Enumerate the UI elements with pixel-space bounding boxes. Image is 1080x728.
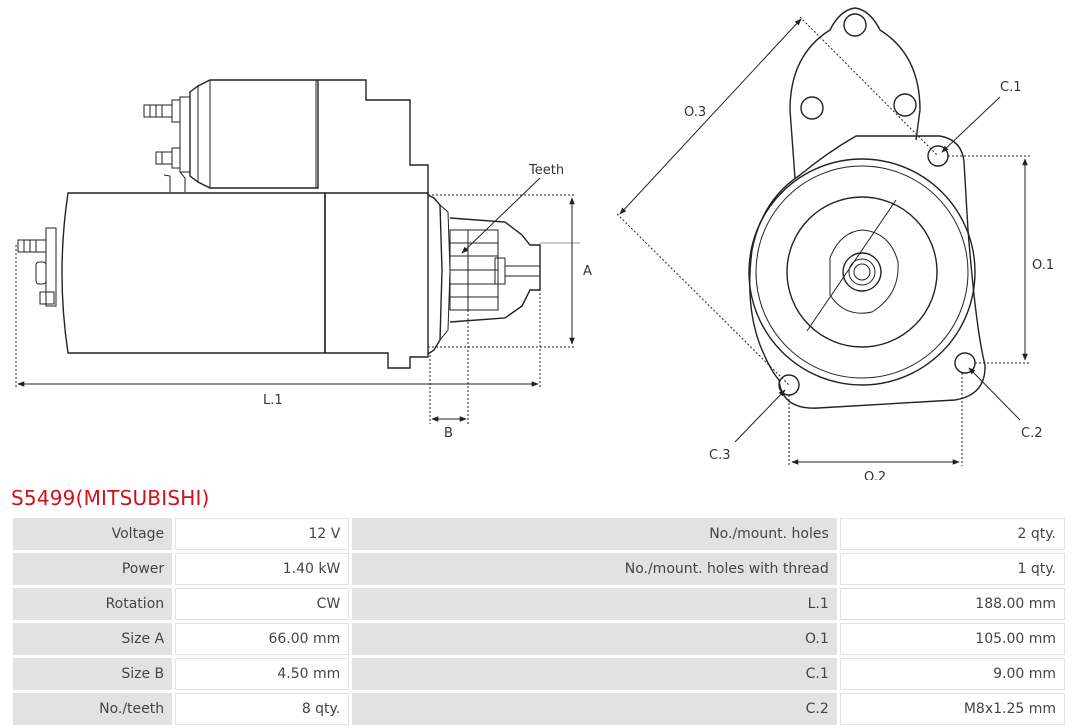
spec-row: Size B 4.50 mm C.1 9.00 mm: [13, 658, 1065, 690]
spec-row: Rotation CW L.1 188.00 mm: [13, 588, 1065, 620]
dimension-o2: O.2: [788, 373, 963, 480]
spec-label: Power: [13, 553, 173, 585]
c2-label: C.2: [1021, 426, 1042, 441]
spec-table: Voltage 12 V No./mount. holes 2 qty. Pow…: [10, 515, 1068, 728]
housing-outer-ring: [748, 158, 976, 386]
dimension-o1: O.1: [948, 155, 1054, 364]
front-view: O.1 O.2 O.3 C.1 C.2 C.3: [616, 7, 1054, 480]
dimension-o3-label: O.3: [684, 105, 706, 120]
pinion-housing: [786, 196, 938, 348]
spec-label: Rotation: [13, 588, 173, 620]
solenoid-cap: [789, 7, 921, 179]
mounting-flange: [749, 135, 986, 409]
spec-label: No./teeth: [13, 693, 173, 725]
spec-value: 12 V: [175, 518, 350, 550]
spec-row: Size A 66.00 mm O.1 105.00 mm: [13, 623, 1065, 655]
spec-value: CW: [175, 588, 350, 620]
spec-row: Power 1.40 kW No./mount. holes with thre…: [13, 553, 1065, 585]
teeth-label: Teeth: [528, 163, 564, 178]
spec-row: No./teeth 8 qty. C.2 M8x1.25 mm: [13, 693, 1065, 725]
shaft: [842, 252, 882, 292]
c3-label: C.3: [709, 448, 730, 463]
dimension-o3: O.3: [616, 16, 939, 386]
spec-label: O.1: [352, 623, 837, 655]
dimension-a: A: [428, 194, 592, 348]
side-view: Teeth A L.1 B: [15, 79, 592, 441]
dimension-l1: L.1: [15, 245, 541, 408]
dimension-o2-label: O.2: [864, 470, 886, 480]
drive-end: [427, 194, 580, 355]
rear-terminal: [17, 227, 57, 307]
spec-label: C.2: [352, 693, 837, 725]
solenoid: [163, 79, 429, 195]
spec-row: Voltage 12 V No./mount. holes 2 qty.: [13, 518, 1065, 550]
dimension-a-label: A: [583, 264, 592, 279]
spec-value: 1.40 kW: [175, 553, 350, 585]
technical-drawing: Teeth A L.1 B: [15, 7, 1054, 480]
dimension-b: B: [429, 310, 469, 441]
spec-label: No./mount. holes with thread: [352, 553, 837, 585]
product-title: S5499(MITSUBISHI): [11, 486, 210, 510]
dimension-o1-label: O.1: [1032, 258, 1054, 273]
spec-value: 8 qty.: [175, 693, 350, 725]
spec-value: 2 qty.: [839, 518, 1065, 550]
spec-value: 66.00 mm: [175, 623, 350, 655]
dimension-b-label: B: [444, 426, 453, 441]
spec-value: 4.50 mm: [175, 658, 350, 690]
spec-value: 9.00 mm: [839, 658, 1065, 690]
spec-label: Voltage: [13, 518, 173, 550]
spec-label: Size B: [13, 658, 173, 690]
spec-value: 105.00 mm: [839, 623, 1065, 655]
spec-value: 188.00 mm: [839, 588, 1065, 620]
c1-label: C.1: [1000, 80, 1021, 95]
solenoid-terminal-studs: [143, 96, 191, 173]
spec-value: M8x1.25 mm: [839, 693, 1065, 725]
spec-label: No./mount. holes: [352, 518, 837, 550]
spec-value: 1 qty.: [839, 553, 1065, 585]
spec-label: C.1: [352, 658, 837, 690]
spec-label: L.1: [352, 588, 837, 620]
mount-hole-c2: [954, 352, 976, 374]
dimension-l1-label: L.1: [263, 393, 283, 408]
motor-housing: [61, 192, 429, 369]
spec-label: Size A: [13, 623, 173, 655]
